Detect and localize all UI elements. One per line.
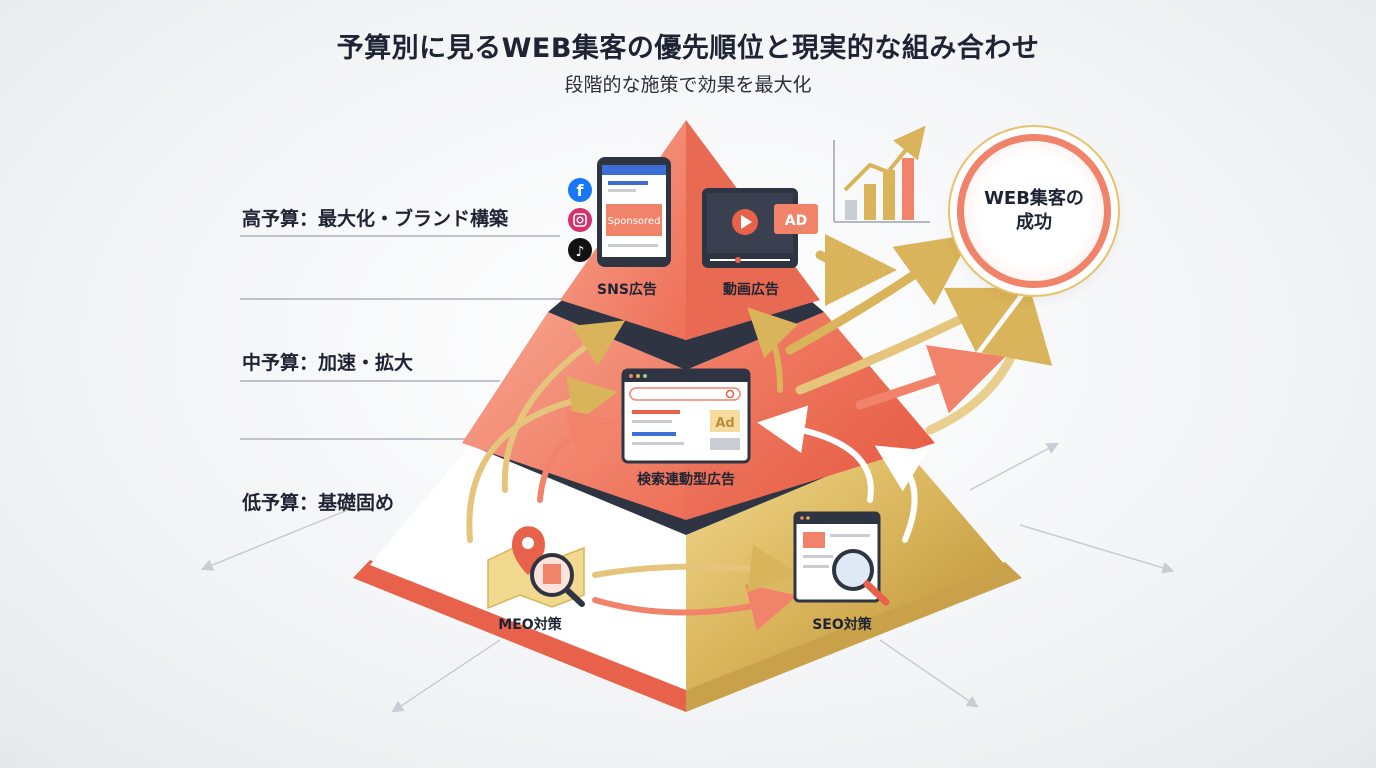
search-ad-browser-icon: [621, 368, 751, 464]
video-ads-label: 動画広告: [723, 282, 779, 298]
floor-lines: [200, 442, 1175, 713]
page-subtitle: 段階的な施策で効果を最大化: [564, 74, 812, 96]
tier-high-label: 高予算：最大化・ブランド構築: [242, 208, 509, 230]
search-ads-label: 検索連動型広告: [637, 472, 735, 488]
facebook-icon: [568, 178, 592, 202]
map-pin-magnifier-icon: [487, 526, 585, 610]
seo-browser-magnifier-icon: [793, 511, 890, 606]
sponsored-text: Sponsored: [608, 216, 661, 227]
tiktok-icon: [568, 238, 592, 262]
svg-text:f: f: [577, 181, 585, 200]
tier-mid-label: 中予算：加速・拡大: [242, 352, 414, 374]
tier-low-label: 低予算：基礎固め: [242, 492, 395, 514]
svg-text:♪: ♪: [576, 244, 585, 260]
growth-chart-icon: [833, 125, 930, 223]
goal-text: WEB集客の成功: [984, 187, 1084, 233]
phone-sponsored-icon: [597, 157, 671, 267]
video-ad-text: AD: [785, 213, 807, 229]
sns-ads-label: SNS広告: [597, 282, 657, 298]
meo-label: MEO対策: [498, 617, 562, 633]
video-player-icon: [702, 188, 818, 268]
seo-label: SEO対策: [812, 617, 872, 633]
search-ad-text: Ad: [715, 416, 734, 431]
goal-badge: WEB集客の成功: [957, 134, 1111, 288]
page-title: 予算別に見るWEB集客の優先順位と現実的な組み合わせ: [336, 33, 1040, 64]
instagram-icon: [568, 208, 592, 232]
